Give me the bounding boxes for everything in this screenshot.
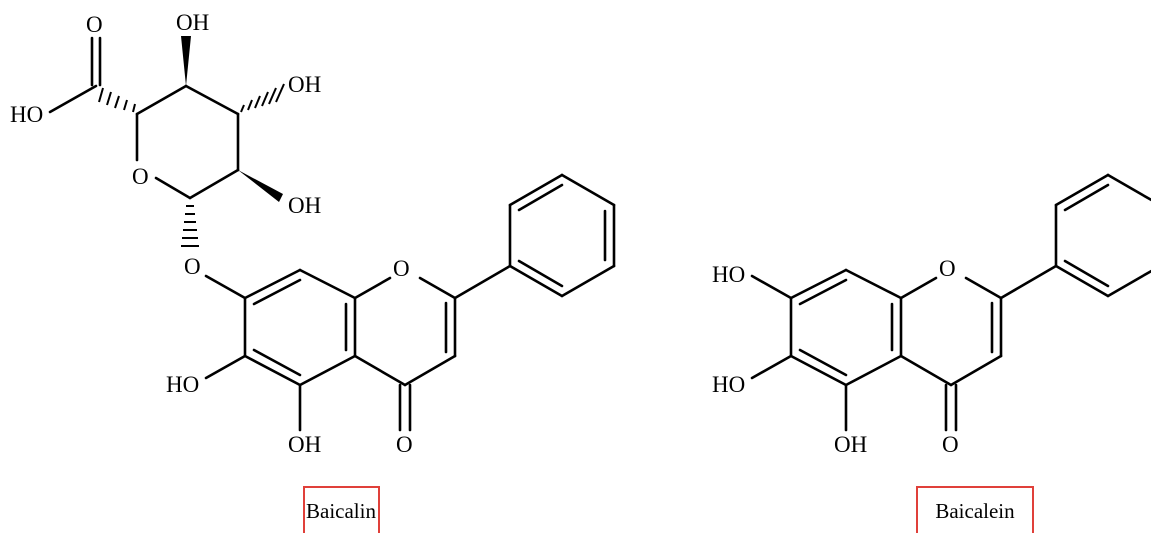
- atom-ring-o: O: [132, 164, 149, 189]
- atom-oh-c6: HO: [712, 372, 745, 397]
- baicalin-structure: O HO OH OH O OH O O HO OH O Baicalin: [10, 10, 616, 533]
- baicalein-structure: HO O HO OH O Baicalein: [712, 173, 1151, 533]
- atom-flavone-ring-o: O: [393, 256, 410, 281]
- atom-oh-c5: OH: [288, 432, 321, 457]
- atom-oh-c7: HO: [712, 262, 745, 287]
- atom-carbonyl-o: O: [86, 12, 103, 37]
- atom-oh-c5: OH: [834, 432, 867, 457]
- atom-flavone-ring-o: O: [939, 256, 956, 281]
- atom-oh-c6: HO: [166, 372, 199, 397]
- hashed-bond-carboxyl: [98, 87, 136, 113]
- baicalein-label-box: [916, 486, 1034, 533]
- atom-oh-c2: OH: [288, 193, 321, 218]
- baicalein-label: Baicalein: [935, 499, 1015, 523]
- baicalin-label-box: [303, 486, 380, 533]
- atom-carboxyl-oh: HO: [10, 102, 43, 127]
- atom-keto-o: O: [942, 432, 959, 457]
- atom-oh-c4: OH: [176, 10, 209, 35]
- atom-glycosidic-o: O: [184, 254, 201, 279]
- atom-oh-c3: OH: [288, 72, 321, 97]
- baicalin-label: Baicalin: [306, 499, 376, 523]
- atom-keto-o: O: [396, 432, 413, 457]
